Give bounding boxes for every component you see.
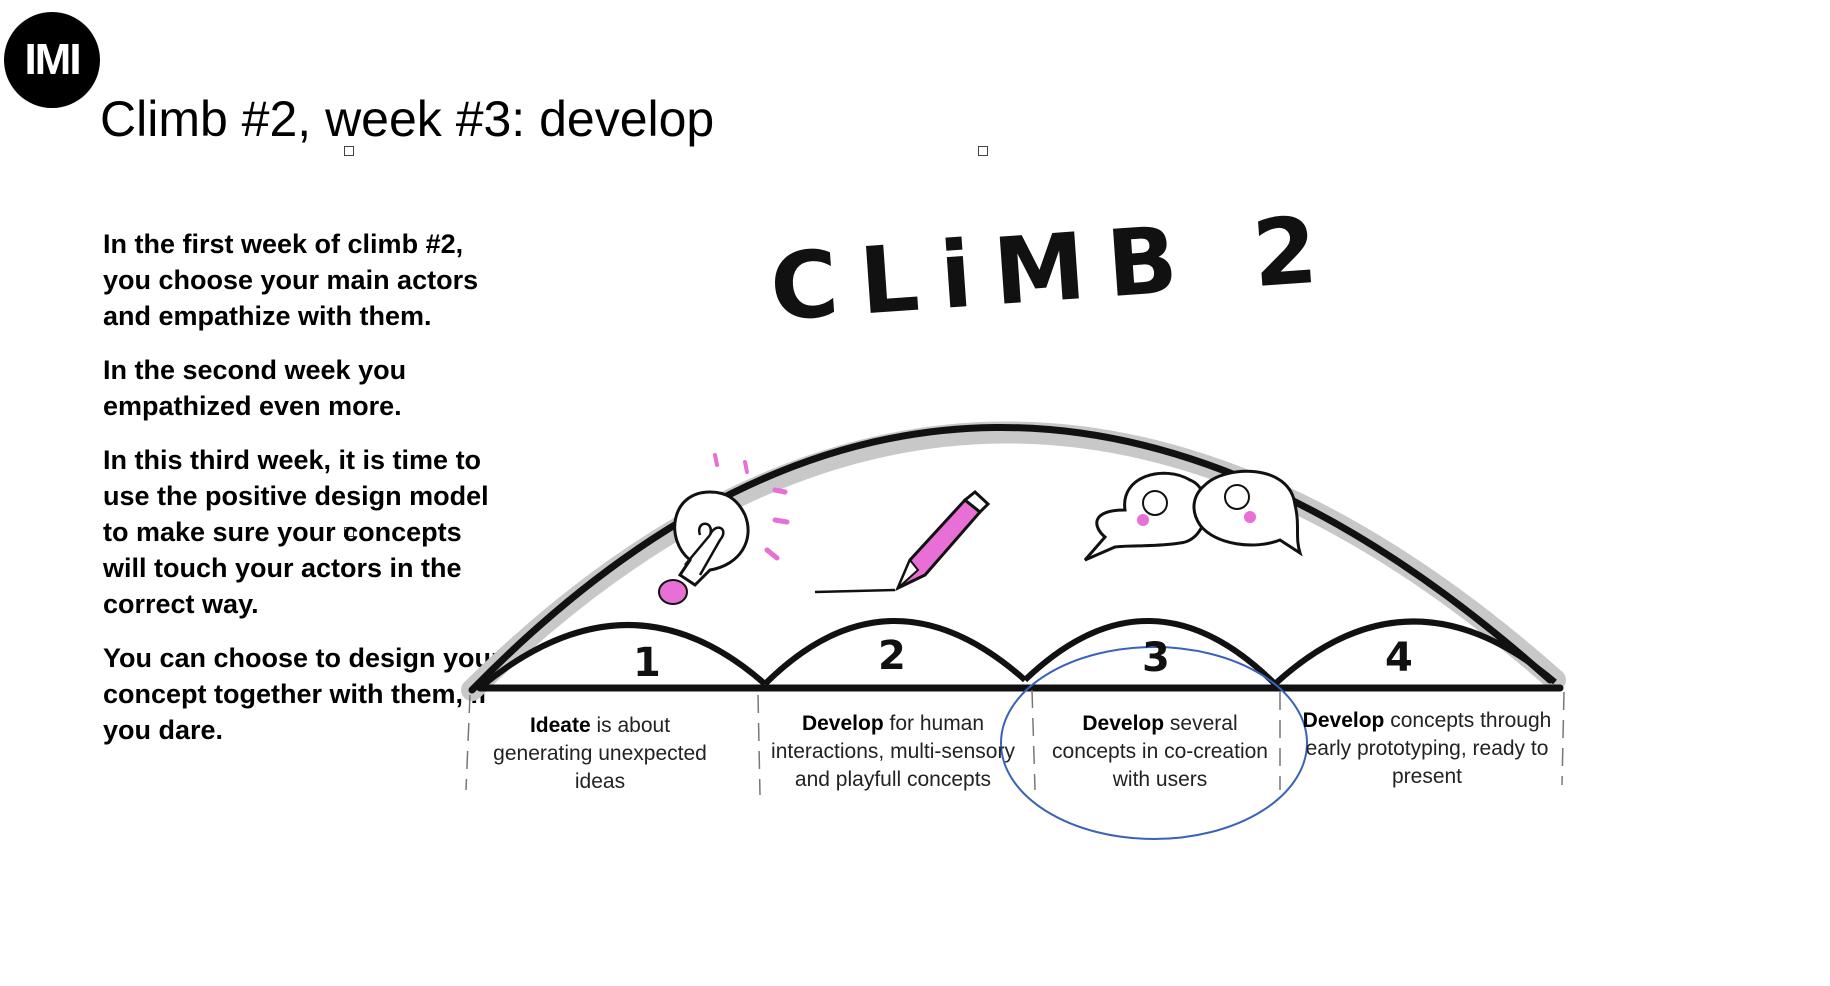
intro-text-box[interactable]: In the first week of climb #2, you choos… (103, 226, 503, 766)
phase-number-4: 4 (1385, 635, 1413, 681)
imi-logo: IMI (4, 12, 100, 108)
phase-arch-4 (1272, 618, 1557, 687)
phase-number-2: 2 (878, 633, 906, 679)
intro-paragraph-4: You can choose to design your concept to… (103, 643, 502, 745)
climb-diagram (461, 421, 1566, 840)
highlight-ellipse (1000, 646, 1308, 840)
phase-separators (465, 689, 1565, 796)
phase-arch-2 (762, 618, 1027, 687)
phase-description-4: Develop concepts through early prototypi… (1302, 709, 1552, 788)
phase-description-2: Develop for human interactions, multi-se… (771, 712, 1015, 791)
phase-description-1: Ideate is about generating unexpected id… (493, 714, 707, 793)
selection-handle[interactable] (344, 146, 354, 156)
pencil-icon (814, 490, 991, 594)
selection-handle[interactable] (344, 527, 354, 537)
phase-number-1: 1 (633, 640, 661, 686)
climb-arch (468, 424, 1554, 694)
intro-paragraph-2: In the second week you empathized even m… (103, 355, 407, 421)
intro-paragraph-1: In the first week of climb #2, you choos… (103, 229, 479, 331)
phase-arch-3 (1022, 618, 1278, 687)
phase-number-3: 3 (1142, 635, 1170, 681)
phase-arch-1 (480, 622, 767, 689)
lightbulb-icon (658, 453, 790, 605)
phase-description-3: Develop several concepts in co-creation … (1052, 712, 1268, 791)
slide-title[interactable]: Climb #2, week #3: develop (100, 91, 715, 147)
logo-text: IMI (24, 35, 81, 84)
speech-bubbles-icon (1083, 469, 1303, 562)
intro-paragraph-3: In this third week, it is time to use th… (103, 445, 489, 619)
selection-handle[interactable] (978, 146, 988, 156)
